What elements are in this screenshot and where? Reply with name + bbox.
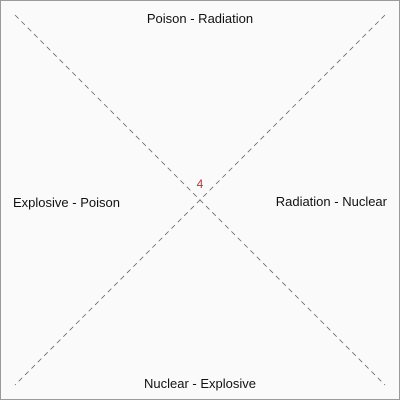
center-value: 4 — [197, 177, 204, 191]
left-region-label: Explosive - Poison — [13, 195, 120, 210]
bottom-region-label: Nuclear - Explosive — [144, 376, 256, 391]
diagonal-line-tr-bl — [14, 14, 386, 386]
top-region-label: Poison - Radiation — [147, 11, 253, 26]
right-region-label: Radiation - Nuclear — [276, 194, 388, 209]
